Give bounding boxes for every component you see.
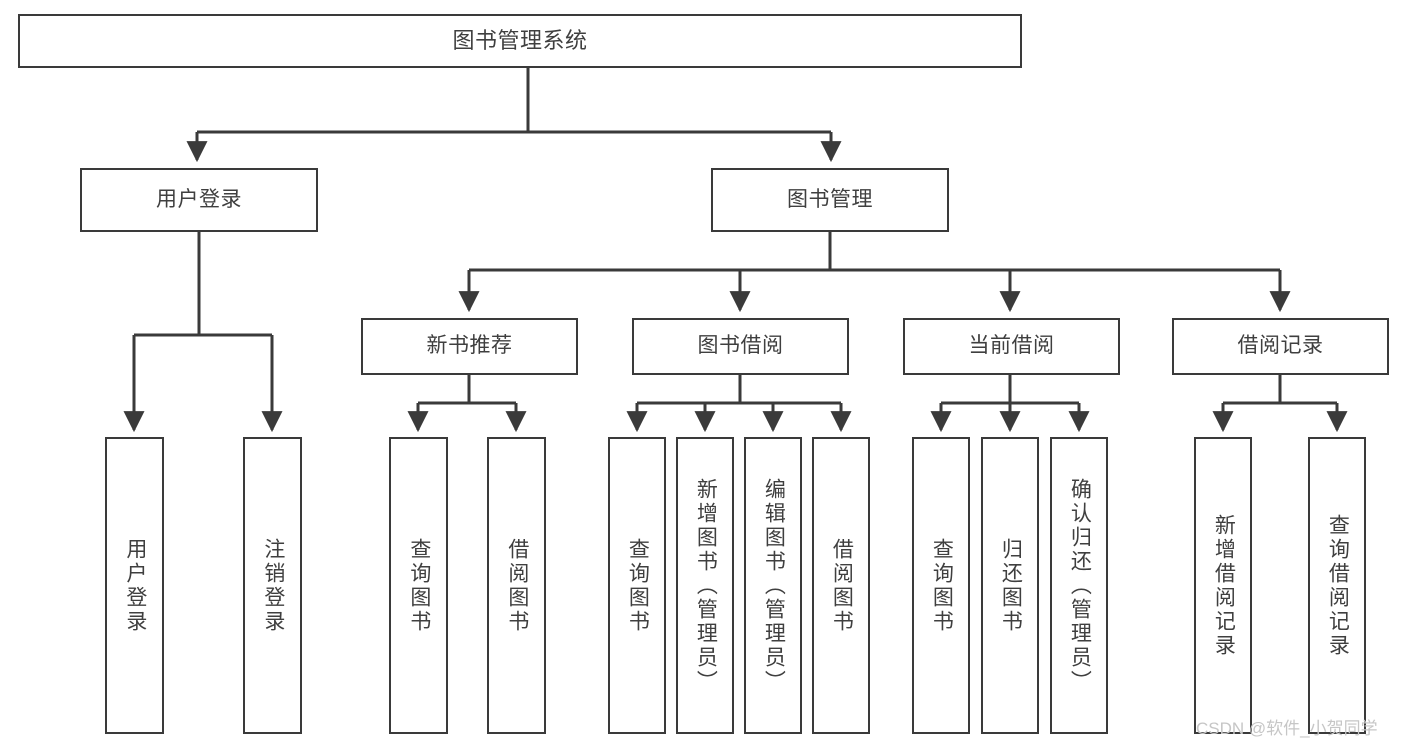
node-new-book-recommend-label: 新书推荐 bbox=[426, 334, 513, 358]
node-new-book-recommend[interactable]: 新书推荐 bbox=[361, 318, 578, 375]
node-leaf-query-record-label: 查询借阅记录 bbox=[1326, 513, 1350, 658]
node-leaf-query-book-3[interactable]: 查询图书 bbox=[912, 437, 970, 734]
node-borrow-record[interactable]: 借阅记录 bbox=[1172, 318, 1389, 375]
csdn-watermark: CSDN @软件_小贺同学 bbox=[1196, 719, 1378, 738]
node-leaf-confirm-return-label: 确认归还（管理员） bbox=[1068, 477, 1092, 694]
node-leaf-query-book-1[interactable]: 查询图书 bbox=[389, 437, 448, 734]
node-book-management[interactable]: 图书管理 bbox=[711, 168, 949, 232]
node-leaf-add-book[interactable]: 新增图书（管理员） bbox=[676, 437, 734, 734]
node-leaf-add-record[interactable]: 新增借阅记录 bbox=[1194, 437, 1252, 734]
node-current-borrow[interactable]: 当前借阅 bbox=[903, 318, 1120, 375]
node-current-borrow-label: 当前借阅 bbox=[968, 334, 1055, 358]
node-leaf-query-book-2-label: 查询图书 bbox=[626, 537, 650, 634]
node-leaf-edit-book[interactable]: 编辑图书（管理员） bbox=[744, 437, 802, 734]
node-root[interactable]: 图书管理系统 bbox=[18, 14, 1022, 68]
node-leaf-logout[interactable]: 注销登录 bbox=[243, 437, 302, 734]
node-leaf-user-login[interactable]: 用户登录 bbox=[105, 437, 164, 734]
node-leaf-return-book-label: 归还图书 bbox=[999, 537, 1023, 634]
node-leaf-add-record-label: 新增借阅记录 bbox=[1212, 513, 1236, 658]
node-leaf-return-book[interactable]: 归还图书 bbox=[981, 437, 1039, 734]
node-leaf-query-book-3-label: 查询图书 bbox=[930, 537, 954, 634]
node-leaf-query-book-1-label: 查询图书 bbox=[407, 537, 431, 634]
node-book-borrow[interactable]: 图书借阅 bbox=[632, 318, 849, 375]
node-leaf-query-record[interactable]: 查询借阅记录 bbox=[1308, 437, 1366, 734]
node-user-login[interactable]: 用户登录 bbox=[80, 168, 318, 232]
node-leaf-add-book-label: 新增图书（管理员） bbox=[694, 477, 718, 694]
node-leaf-logout-label: 注销登录 bbox=[261, 537, 285, 634]
node-root-label: 图书管理系统 bbox=[452, 28, 588, 54]
node-borrow-record-label: 借阅记录 bbox=[1237, 334, 1324, 358]
node-leaf-user-login-label: 用户登录 bbox=[123, 537, 147, 634]
node-book-borrow-label: 图书借阅 bbox=[697, 334, 784, 358]
node-leaf-query-book-2[interactable]: 查询图书 bbox=[608, 437, 666, 734]
node-leaf-borrow-book-2[interactable]: 借阅图书 bbox=[812, 437, 870, 734]
node-book-management-label: 图书管理 bbox=[787, 187, 873, 211]
node-leaf-borrow-book-1-label: 借阅图书 bbox=[505, 537, 529, 634]
node-leaf-borrow-book-2-label: 借阅图书 bbox=[830, 537, 854, 634]
node-leaf-borrow-book-1[interactable]: 借阅图书 bbox=[487, 437, 546, 734]
node-user-login-label: 用户登录 bbox=[156, 187, 242, 211]
node-leaf-edit-book-label: 编辑图书（管理员） bbox=[762, 477, 786, 694]
node-leaf-confirm-return[interactable]: 确认归还（管理员） bbox=[1050, 437, 1108, 734]
